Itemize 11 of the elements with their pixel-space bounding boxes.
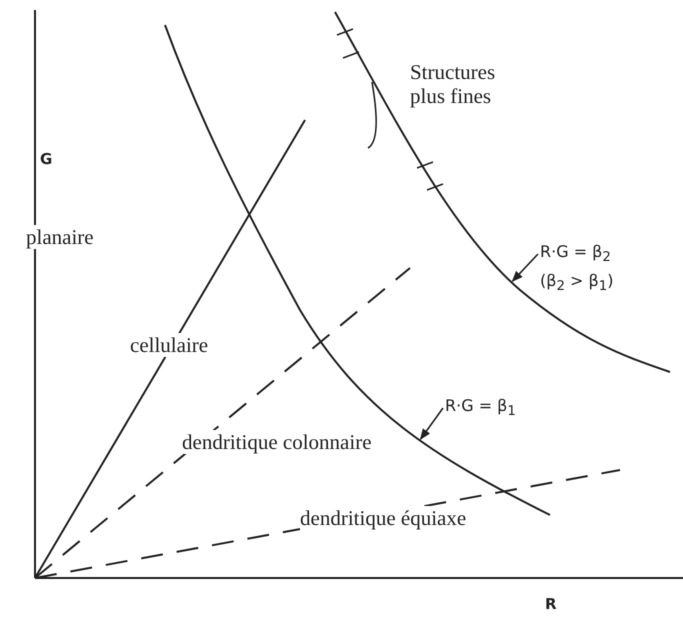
formula-label: R·G = β$_{1}$ <box>445 396 516 420</box>
formula-label: R·G = β$_{2}$ <box>540 242 612 266</box>
leader-line <box>512 253 539 282</box>
axis-label: R <box>545 595 557 613</box>
region-label: planaire <box>26 225 94 250</box>
region-label: dendritique équiaxe <box>300 506 466 530</box>
leader-line <box>420 408 444 440</box>
region-label: dendritique colonnaire <box>182 430 372 454</box>
condition-label: (β$_{2}$ > β$_{1}$) <box>540 271 614 294</box>
axis-label: G <box>40 150 52 168</box>
region-label: cellulaire <box>130 333 208 358</box>
